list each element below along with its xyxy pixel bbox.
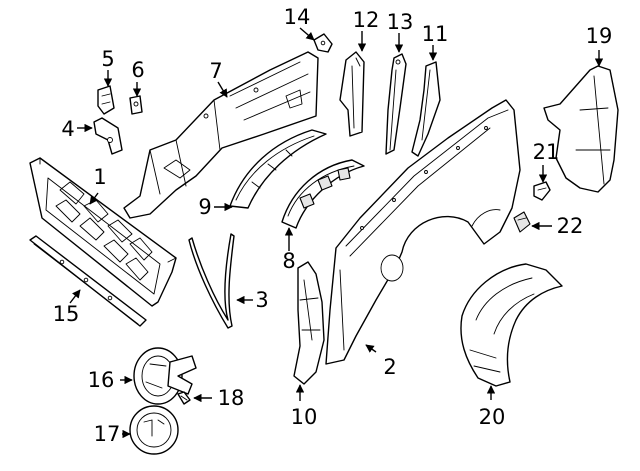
part-6-clip <box>129 95 143 115</box>
callout-2: 2 <box>383 355 396 379</box>
part-3-weatherstrip <box>188 233 235 329</box>
callout-3: 3 <box>255 288 268 312</box>
part-19-splash-shield <box>543 65 619 193</box>
leader-lines <box>69 27 604 439</box>
callout-12: 12 <box>353 8 380 32</box>
callout-1: 1 <box>93 165 106 189</box>
callout-15: 15 <box>53 302 80 326</box>
callout-6: 6 <box>131 58 144 82</box>
callout-9: 9 <box>198 195 211 219</box>
part-14-bracket <box>313 33 333 53</box>
callout-8: 8 <box>282 249 295 273</box>
part-1-front-panel <box>29 157 177 307</box>
part-21-push-pin <box>533 181 551 201</box>
callout-7: 7 <box>209 59 222 83</box>
callout-5: 5 <box>101 47 114 71</box>
callout-16: 16 <box>88 368 115 392</box>
callout-18: 18 <box>218 386 245 410</box>
part-17-fuel-door <box>129 405 179 455</box>
part-16-fuel-housing <box>133 347 197 405</box>
callout-14: 14 <box>284 5 311 29</box>
part-10-lower-bracket <box>293 261 325 385</box>
part-13-narrow-brace <box>385 53 407 155</box>
callout-11: 11 <box>422 22 449 46</box>
callout-13: 13 <box>387 10 414 34</box>
part-22-plug <box>513 211 531 233</box>
callout-22: 22 <box>557 214 584 238</box>
part-2-box-side <box>325 99 521 365</box>
callout-4: 4 <box>61 117 74 141</box>
callout-10: 10 <box>291 405 318 429</box>
part-7-inner-side-panel <box>123 51 319 219</box>
part-4-bracket <box>93 117 123 155</box>
part-8-wheelhouse-liner <box>281 159 365 229</box>
part-15-sill-bar <box>29 235 147 327</box>
part-18-screw <box>177 391 191 405</box>
part-11-rear-pillar <box>411 61 441 157</box>
part-12-pillar-brace <box>339 51 365 137</box>
part-9-arch-reinforcement <box>229 129 327 209</box>
callout-20: 20 <box>479 405 506 429</box>
part-20-inner-liner <box>460 263 563 387</box>
callout-17: 17 <box>94 422 121 446</box>
callout-19: 19 <box>586 24 613 48</box>
part-5-clip <box>97 85 115 115</box>
callout-labels: 1 2 3 4 5 6 7 8 9 10 11 12 13 14 15 16 1… <box>53 5 613 446</box>
callout-21: 21 <box>533 140 560 164</box>
